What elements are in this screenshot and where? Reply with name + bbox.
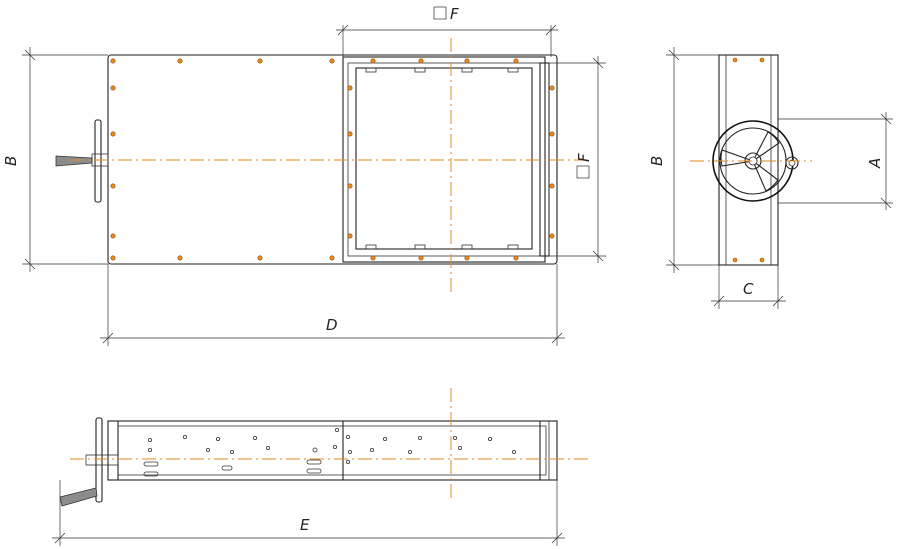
dim-side-a-label: A <box>866 158 884 169</box>
dim-side-b-label: B <box>648 156 666 166</box>
side-body-outline <box>718 54 779 266</box>
front-bolts <box>110 58 555 261</box>
bottom-holes <box>147 427 517 464</box>
bottom-body-outline <box>107 420 558 481</box>
front-opening <box>355 67 533 250</box>
dim-side-b: B <box>648 47 719 273</box>
dim-bottom-e-label: E <box>300 516 310 534</box>
dim-front-d-label: D <box>326 316 338 334</box>
bottom-slots <box>143 459 322 477</box>
dim-front-d: D <box>100 264 565 346</box>
dim-front-f-side: F <box>549 56 606 263</box>
dim-front-f-side-label: F <box>575 153 593 162</box>
dim-front-f-top: F <box>336 5 558 57</box>
front-handwheel <box>55 119 109 203</box>
dim-bottom-e: E <box>52 480 565 546</box>
dim-front-f-top-label: F <box>450 5 459 23</box>
dim-side-a: A <box>778 112 893 210</box>
front-view <box>55 38 590 295</box>
side-view <box>690 54 812 266</box>
bottom-handwheel <box>59 417 119 507</box>
dim-front-b-label: B <box>2 156 20 166</box>
bottom-view <box>59 388 590 507</box>
front-tabs <box>365 67 519 250</box>
dim-side-c-label: C <box>743 280 754 298</box>
dim-front-b: B <box>2 47 108 272</box>
dim-side-c: C <box>711 265 786 309</box>
